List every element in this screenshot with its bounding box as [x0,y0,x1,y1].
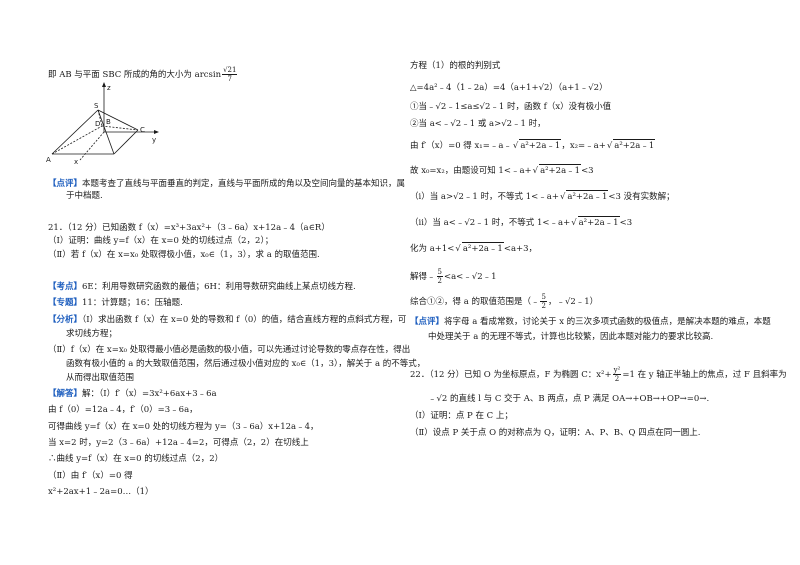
sqrt-expression: a²+2a﹣1 [613,139,656,151]
formula-part: =1 在 y 轴正半轴上的焦点，过 F 且斜率为 [622,370,787,380]
right-line-2: △=4a²﹣4（1﹣2a）=4（a+1+√2）（a+1﹣√2） [410,83,608,93]
formula-part: <3 [619,218,633,228]
formula-part: ，x₂=﹣a+ [561,141,606,151]
knowledge-tag: 【考点】 [48,282,83,292]
question-21-part-1: （Ⅰ）证明：曲线 y=f（x）在 x=0 处的切线过点（2，2）； [48,236,274,246]
pyramid-figure: z y x S D B C A [44,82,174,174]
fraction-denominator: 2 [614,375,620,383]
sqrt-expression: a²+2a﹣1 [461,242,504,254]
right-line-1: 方程（1）的根的判别式 [410,61,501,71]
vertex-label-d: D [95,120,100,128]
right-line-8: （ii）当 a<﹣√2﹣1 时，不等式 1<﹣a+√a²+2a﹣1<3 [410,216,633,228]
formula-part: <a<﹣√2﹣1 [443,272,497,282]
fraction-numerator: 5 [540,293,547,302]
topic-tag: 【专题】 [48,298,83,308]
formula-part: ，﹣√2﹣1） [547,297,599,307]
solution-line-1: 【解答】解：（Ⅰ）f′（x）=3x²+6ax+3﹣6a [48,388,217,400]
question-21-part-2: （Ⅱ）若 f（x）在 x=x₀ 处取得极小值，x₀∈（1，3），求 a 的取值范… [48,250,320,260]
solution-text: 解：（Ⅰ）f′（x）=3x²+6ax+3﹣6a [82,389,217,399]
formula-part: 22．（12 分）已知 O 为坐标原点，F 为椭圆 C：x²+ [410,370,612,380]
fraction-numerator: y² [612,366,622,375]
solution-step-2: 可得曲线 y=f（x）在 x=0 处的切线方程为 y=（3﹣6a）x+12a﹣4… [48,422,319,432]
comment-text: 本题考查了直线与平面垂直的判定，直线与平面所成的角以及空间向量的基本知识，属 [82,179,406,189]
analysis-line-2: 求切线方程； [66,329,118,339]
right-line-6: 故 x₀=x₂，由题设可知 1<﹣a+√a²+2a﹣1<3 [410,164,594,176]
formula-part: （i）当 a>√2﹣1 时，不等式 1<﹣a+ [410,192,559,202]
question-21: 21．（12 分）已知函数 f（x）=x³+3ax²+（3﹣6a）x+12a﹣4… [48,223,330,233]
right-line-9: 化为 a+1<√a²+2a﹣1<a+3， [410,242,538,254]
vertex-label-b: B [106,118,111,126]
sqrt-expression: a²+2a﹣1 [577,216,620,228]
solution-tag: 【解答】 [48,389,83,399]
fraction-numerator: 5 [436,268,443,277]
formula-part: 故 x₀=x₂，由题设可知 1<﹣a+ [410,166,532,176]
sqrt-expression: a²+2a﹣1 [539,164,582,176]
topic-line: 【专题】11：计算题；16：压轴题. [48,297,183,309]
sqrt-expression: a²+2a﹣1 [519,139,562,151]
solution-step-4: ∴曲线 y=f（x）在 x=0 的切线过点（2，2） [48,454,224,464]
solution-step-1: 由 f（0）=12a﹣4，f′（0）=3﹣6a， [48,405,198,415]
comment-line-1: 【点评】本题考查了直线与平面垂直的判定，直线与平面所成的角以及空间向量的基本知识… [48,178,405,190]
right-line-7: （i）当 a>√2﹣1 时，不等式 1<﹣a+√a²+2a﹣1<3 没有实数解； [410,190,675,202]
analysis-tag: 【分析】 [48,315,83,325]
axis-label-y: y [152,136,156,144]
fraction-numerator: √21 [222,66,238,75]
formula-part: 由 f′（x）=0 得 x₁=﹣a﹣ [410,141,512,151]
sqrt-expression: a²+2a﹣1 [566,190,609,202]
analysis-line-1: 【分析】（Ⅰ）求出函数 f（x）在 x=0 处的导数和 f（0）的值，结合直线方… [48,314,406,326]
analysis-line-3: （Ⅱ）f（x）在 x=x₀ 处取得最小值必是函数的极小值，可以先通过讨论导数的零… [48,345,411,355]
topic-text: 11：计算题；16：压轴题. [82,298,183,308]
axis-label-z: z [107,84,111,92]
analysis-text: （Ⅰ）求出函数 f（x）在 x=0 处的导数和 f（0）的值，结合直线方程的点斜… [82,315,407,325]
formula-part: 解得﹣ [410,272,436,282]
fraction-denominator: 2 [541,302,546,310]
question-22-part-2: （Ⅱ）设点 P 关于点 O 的对称点为 Q，证明：A、P、B、Q 四点在同一圆上… [410,428,701,438]
formula-part: 化为 a+1< [410,244,455,254]
comment-text: 将字母 a 看成常数，讨论关于 x 的三次多项式函数的极值点，是解决本题的难点，… [444,317,771,327]
right-line-5: 由 f′（x）=0 得 x₁=﹣a﹣√a²+2a﹣1，x₂=﹣a+√a²+2a﹣… [410,139,656,151]
fraction-denominator: 7 [227,75,232,83]
formula-part: <3 没有实数解； [608,192,675,202]
vertex-label-a: A [46,156,51,164]
fraction-denominator: 2 [437,277,442,285]
right-line-3: ①当﹣√2﹣1≤a≤√2﹣1 时，函数 f（x）没有极小值 [410,102,612,112]
vertex-label-c: C [140,126,145,134]
axis-label-x: x [74,158,78,166]
formula-part: 综合①②，得 a 的取值范围是（﹣ [410,297,540,307]
knowledge-text: 6E：利用导数研究函数的最值；6H：利用导数研究曲线上某点切线方程. [82,282,356,292]
right-comment-line-2: 中处理关于 a 的无理不等式，计算也比较繁，因此本题对能力的要求比较高. [428,332,714,342]
right-line-4: ②当 a<﹣√2﹣1 或 a>√2﹣1 时， [410,119,546,129]
question-22-continued: ﹣√2 的直线 l 与 C 交于 A、B 两点，点 P 满足 OA→+OB→+O… [428,394,710,404]
comment-tag: 【点评】 [48,179,83,189]
solution-step-3: 当 x=2 时，y=2（3﹣6a）+12a﹣4=2，可得点（2，2）在切线上 [48,438,309,448]
comment-tag: 【点评】 [410,317,445,327]
formula-part: <a+3， [503,244,538,254]
comment-line-2: 于中档题. [66,191,103,201]
question-22-part-1: （Ⅰ）证明：点 P 在 C 上； [410,411,513,421]
right-comment-line-1: 【点评】将字母 a 看成常数，讨论关于 x 的三次多项式函数的极值点，是解决本题… [410,316,771,328]
vertex-label-s: S [94,102,99,110]
formula-part: <3 [581,166,594,176]
knowledge-point-line: 【考点】6E：利用导数研究函数的最值；6H：利用导数研究曲线上某点切线方程. [48,281,356,293]
formula-part: （ii）当 a<﹣√2﹣1 时，不等式 1<﹣a+ [410,218,571,228]
solution-step-5: （Ⅱ）由 f′（x）=0 得 [48,471,133,481]
solution-step-6: x²+2ax+1﹣2a=0…（1） [48,487,154,497]
analysis-line-5: 从而得出取值范围 [66,373,135,383]
answer-text: 即 AB 与平面 SBC 所成的角的大小为 arcsin [48,70,222,80]
analysis-line-4: 函数有极小值的 a 的大致取值范围，然后通过极小值对应的 x₀∈（1，3），解关… [66,359,426,369]
